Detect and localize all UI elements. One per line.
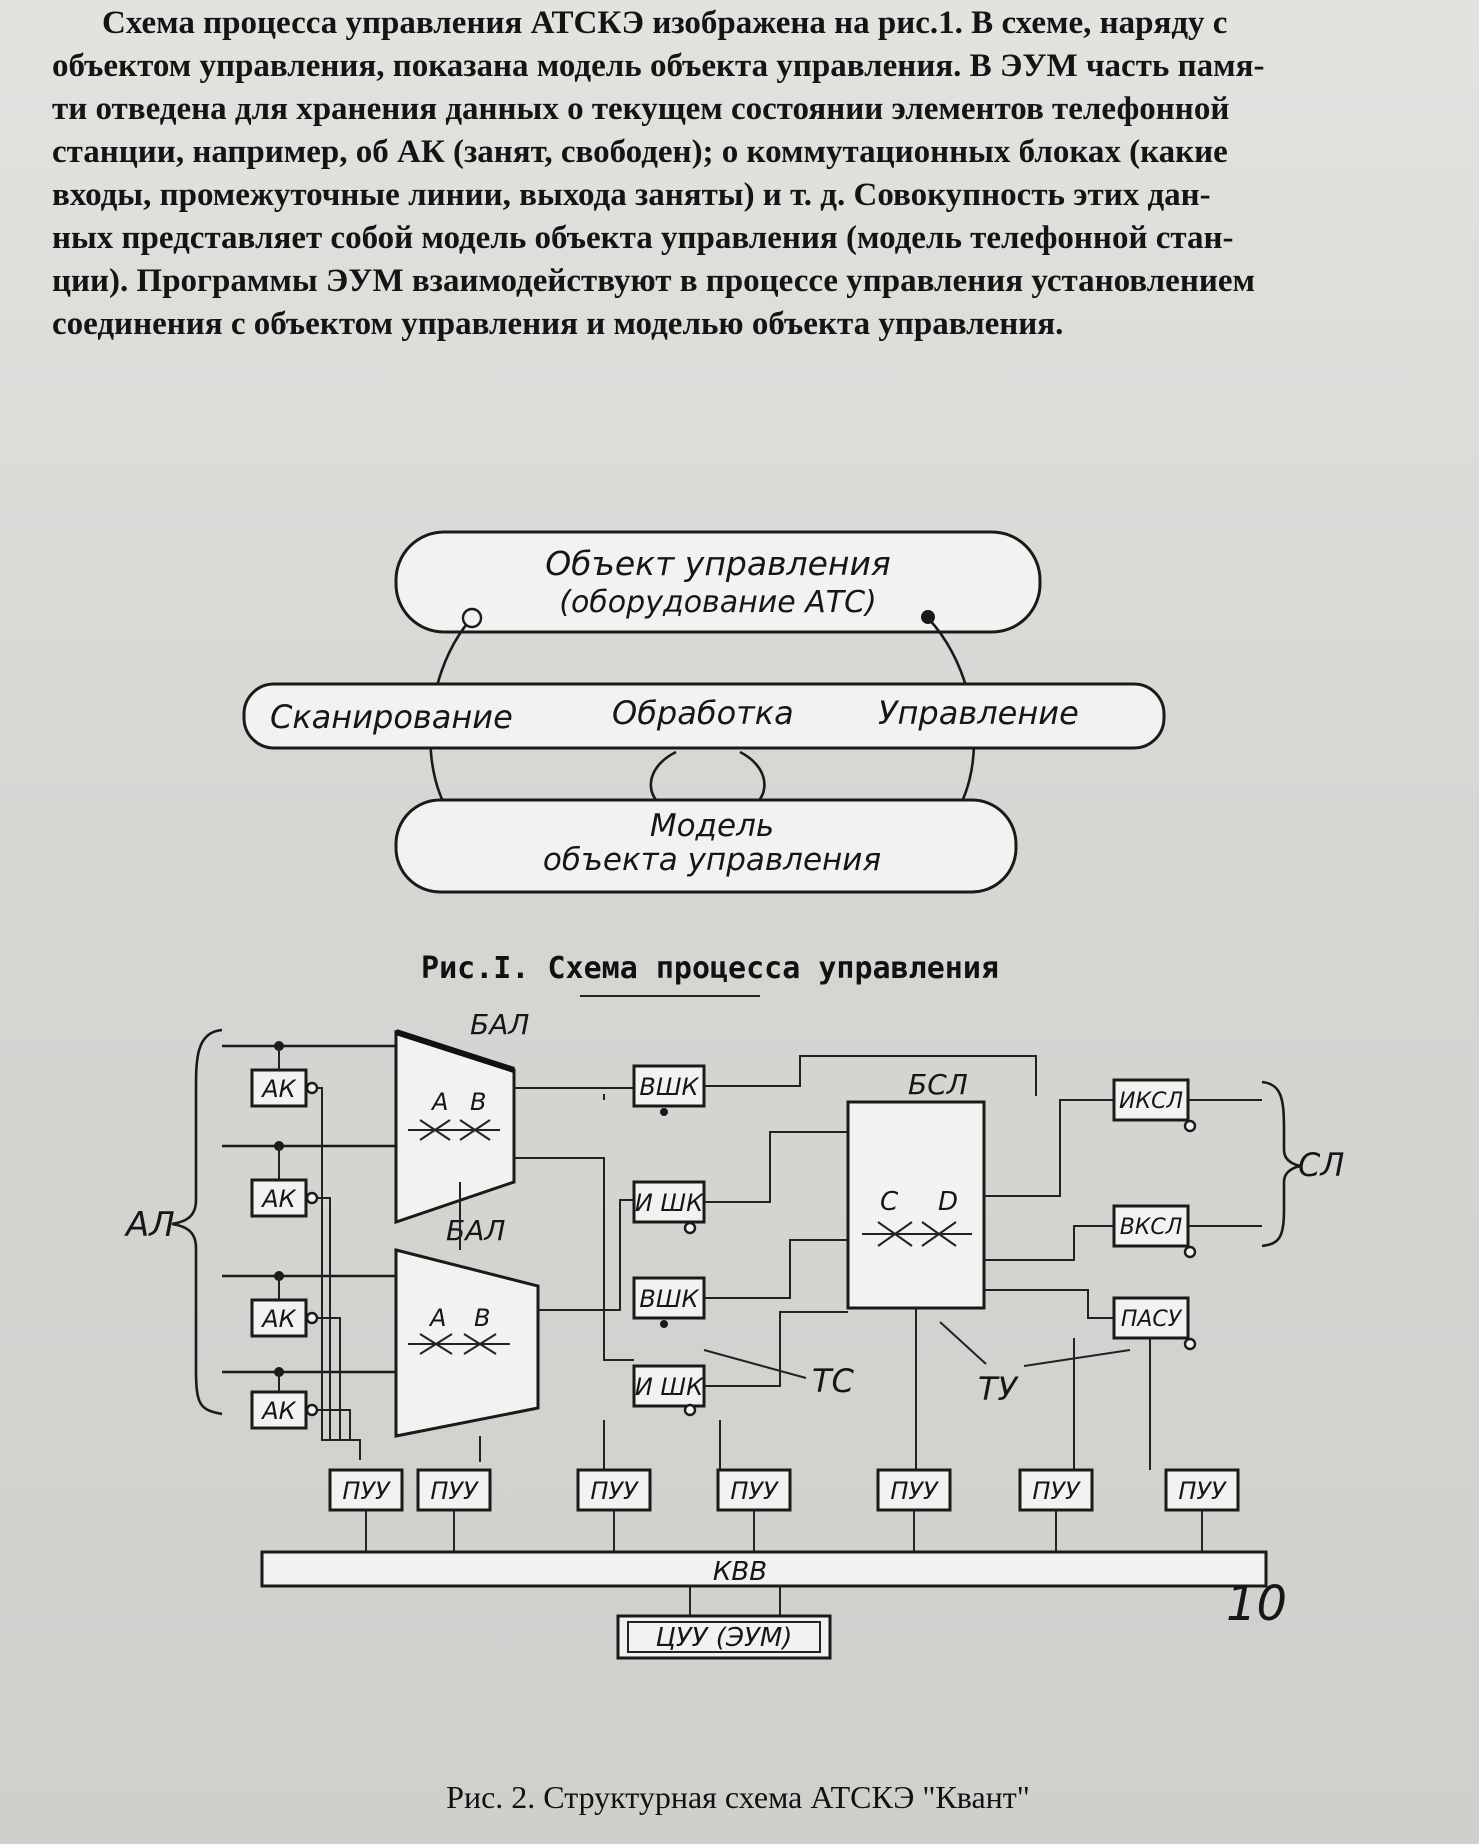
ak-label: АК: [260, 1305, 296, 1333]
puu-box-6: [1018, 1468, 1094, 1512]
puu-box-5: [876, 1468, 952, 1512]
bal-top-b: В: [470, 1088, 486, 1116]
cuu-inner-frame: [627, 1621, 821, 1653]
kvv-label: КВВ: [713, 1557, 767, 1587]
puu-label: ПУУ: [430, 1477, 479, 1505]
paragraph-line: входы, промежуточные линии, выхода занят…: [52, 177, 1211, 213]
figure-1-control-process: Объект управления (оборудование АТС) Ска…: [242, 530, 1166, 997]
sl-label: СЛ: [1298, 1146, 1344, 1184]
puu-box-2: [416, 1468, 492, 1512]
puu-label: ПУУ: [730, 1477, 779, 1505]
ak-label: АК: [260, 1075, 296, 1103]
ishk-label: И ШК: [635, 1189, 704, 1217]
bsl-c: С: [880, 1187, 899, 1217]
object-label-1: Объект управления: [545, 544, 891, 583]
paragraph-line: объектом управления, показана модель объ…: [52, 48, 1265, 84]
puu-box-7: [1164, 1468, 1240, 1512]
bsl-block: [846, 1100, 986, 1310]
paragraph-line: ции). Программы ЭУМ взаимодействуют в пр…: [52, 263, 1255, 299]
object-output-node: [921, 610, 935, 624]
object-bar: [394, 530, 1042, 634]
bal-bottom-a: А: [428, 1304, 446, 1332]
cuu-label: ЦУУ (ЭУМ): [656, 1623, 793, 1653]
model-label-2: объекта управления: [543, 842, 881, 878]
scan-label: Сканирование: [270, 698, 513, 736]
model-label-1: Модель: [650, 808, 774, 844]
bsl-d: D: [938, 1187, 958, 1217]
sl-bracket: [1261, 1080, 1301, 1248]
bal-top-a: А: [430, 1088, 448, 1116]
puu-label: ПУУ: [590, 1477, 639, 1505]
al-bracket: [171, 1028, 223, 1416]
object-label-2: (оборудование АТС): [559, 585, 876, 620]
object-input-node: [461, 607, 483, 629]
paragraph-line: станции, например, об АК (занят, свободе…: [52, 134, 1228, 170]
vksl-label: ВКСЛ: [1120, 1215, 1183, 1240]
tu-label: ТУ: [978, 1370, 1020, 1408]
bal-bottom-b: В: [474, 1304, 490, 1332]
control-label: Управление: [878, 694, 1079, 732]
vshk-label: ВШК: [639, 1285, 699, 1313]
process-bar: [242, 682, 1166, 750]
puu-box-3: [576, 1468, 652, 1512]
pasu-box: [1112, 1296, 1190, 1340]
al-label: АЛ: [124, 1205, 175, 1245]
ak-box-2: [250, 1178, 308, 1218]
figure-1-caption: Рис.I. Схема процесса управления: [421, 951, 999, 986]
iksl-box: [1112, 1078, 1190, 1122]
puu-label: ПУУ: [342, 1477, 391, 1505]
processing-label: Обработка: [612, 694, 794, 732]
vshk-box-2: [632, 1276, 706, 1320]
iksl-label: ИКСЛ: [1119, 1089, 1183, 1114]
paragraph-line: соединения с объектом управления и модел…: [52, 306, 1064, 342]
ak-box-1: [250, 1068, 308, 1108]
puu-label: ПУУ: [1032, 1477, 1081, 1505]
bsl-label: БСЛ: [908, 1068, 968, 1101]
ts-label: ТС: [812, 1362, 855, 1400]
bal-top-block: [394, 1029, 516, 1225]
kvv-bus: [260, 1550, 1268, 1588]
paragraph-line: ных представляет собой модель объекта уп…: [52, 220, 1234, 256]
bal-top-label: БАЛ: [470, 1008, 529, 1041]
ishk-label: И ШК: [635, 1373, 704, 1401]
pasu-label: ПАСУ: [1121, 1307, 1183, 1332]
bal-bottom-label: БАЛ: [446, 1214, 505, 1247]
page-number: 10: [1226, 1576, 1287, 1632]
ak-label: АК: [260, 1397, 296, 1425]
figure-2-kvant-structure: АЛ АК АК АК АК БАЛ А В БАЛ А В: [124, 1008, 1344, 1815]
model-bar: [394, 798, 1018, 894]
vksl-box: [1112, 1204, 1190, 1248]
vshk-label: ВШК: [639, 1073, 699, 1101]
paragraph-line: ти отведена для хранения данных о текуще…: [52, 91, 1230, 127]
ak-label: АК: [260, 1185, 296, 1213]
puu-label: ПУУ: [890, 1477, 939, 1505]
ak-box-4: [250, 1390, 308, 1430]
puu-box-1: [328, 1468, 404, 1512]
intro-paragraph: Схема процесса управления АТСКЭ изображе…: [52, 2, 1452, 346]
figure-2-caption: Рис. 2. Структурная схема АТСКЭ "Квант": [446, 1779, 1030, 1815]
paragraph-line: Схема процесса управления АТСКЭ изображе…: [102, 5, 1228, 41]
puu-label: ПУУ: [1178, 1477, 1227, 1505]
